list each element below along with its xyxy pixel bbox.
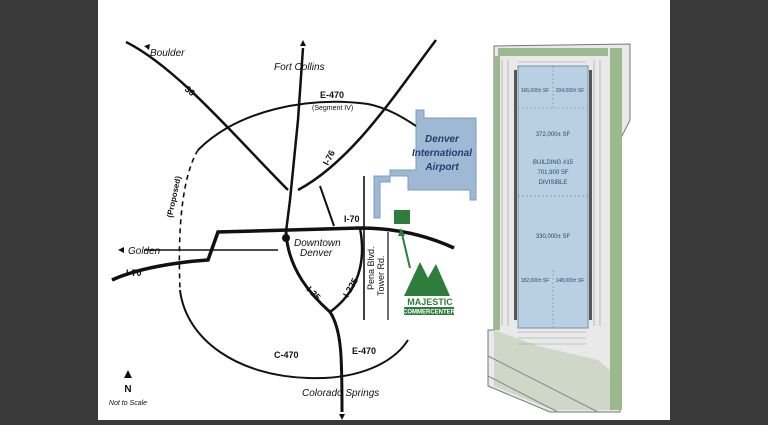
site-pointer-head-icon [398,228,405,236]
label-proposed: (Proposed) [165,175,183,218]
label-36: 36 [183,84,197,98]
logo-band [404,307,454,315]
parking-rows [501,60,601,345]
label-pena: Pena Blvd. [366,246,376,290]
label-colorado-springs: Colorado Springs [302,388,379,399]
logo-text-commercenter: COMMERCENTER [403,310,456,316]
unit-182k: 182,000± SF [521,278,550,284]
label-c470: C-470 [274,350,299,360]
label-tower: Tower Rd. [376,255,386,296]
dock-doors [514,70,592,320]
i25-north [284,47,305,233]
site-pointer-icon [401,233,411,269]
label-fort-collins: Fort Collins [274,62,325,73]
unit-166k: 166,000± SF [521,88,550,94]
unit-372k: 372,000± SF [536,132,571,138]
hwy-36 [125,40,289,191]
site-plan: 166,000± SF 204,000± SF 372,000± SF BUIL… [487,43,631,413]
location-map-and-site-plan: MAJESTIC COMMERCENTER Boulder Fort Colli… [109,39,631,420]
plan-road-south [487,355,599,413]
i70 [111,226,455,282]
arrow-south-icon [339,414,345,420]
i76-spur [319,185,335,227]
unit-204k: 204,000± SF [556,88,585,94]
north-arrow-icon [124,370,132,378]
proposed-beltway [178,149,199,291]
label-i225: I-225 [341,276,360,299]
arrow-golden-icon [118,247,124,253]
label-golden: Golden [128,246,161,257]
landscape-west [494,56,500,330]
e470-beltway [197,100,417,151]
label-e470: E-470 [320,90,344,100]
building-note: DIVISIBLE [539,180,568,186]
north-arrow-fort-collins-icon [300,40,306,46]
downtown-marker [282,234,290,242]
label-i70-east: I-70 [344,214,360,224]
arrow-boulder-icon [144,44,150,50]
label-segment: (Segment IV) [312,105,353,112]
unit-330k: 330,000± SF [536,234,571,240]
label-i70-west: I-70 [126,268,142,278]
i25-south [284,231,344,413]
label-downtown-1: Downtown [294,238,341,249]
airport-runway-feed [373,175,391,219]
label-airport-3: Airport [424,162,459,173]
plan-road-south-2 [487,375,559,413]
building-15 [517,65,589,329]
label-airport-1: Denver [425,134,460,145]
label-airport-2: International [412,148,472,159]
building-title: BUILDING #15 [533,160,574,166]
site-marker [394,210,410,224]
map-frame: MAJESTIC COMMERCENTER Boulder Fort Colli… [98,0,670,420]
north-label: N [124,384,131,395]
i225 [329,227,364,314]
majestic-logo: MAJESTIC COMMERCENTER [403,262,456,316]
landscape-east [610,48,622,410]
landscape-south [494,330,610,410]
label-downtown-2: Denver [300,248,333,259]
label-boulder: Boulder [150,48,185,59]
logo-text-majestic: MAJESTIC [407,297,453,307]
regional-map: MAJESTIC COMMERCENTER Boulder Fort Colli… [109,39,477,420]
label-e470-south: E-470 [352,346,376,356]
landscape-north [498,48,608,56]
building-size: 701,900 SF [537,170,568,176]
unit-148k: 148,000± SF [556,278,585,284]
scale-note: Not to Scale [109,400,147,407]
airport-shape [389,109,477,201]
c470-beltway [179,289,409,380]
i76 [297,39,437,192]
logo-mountains-icon [404,262,450,296]
